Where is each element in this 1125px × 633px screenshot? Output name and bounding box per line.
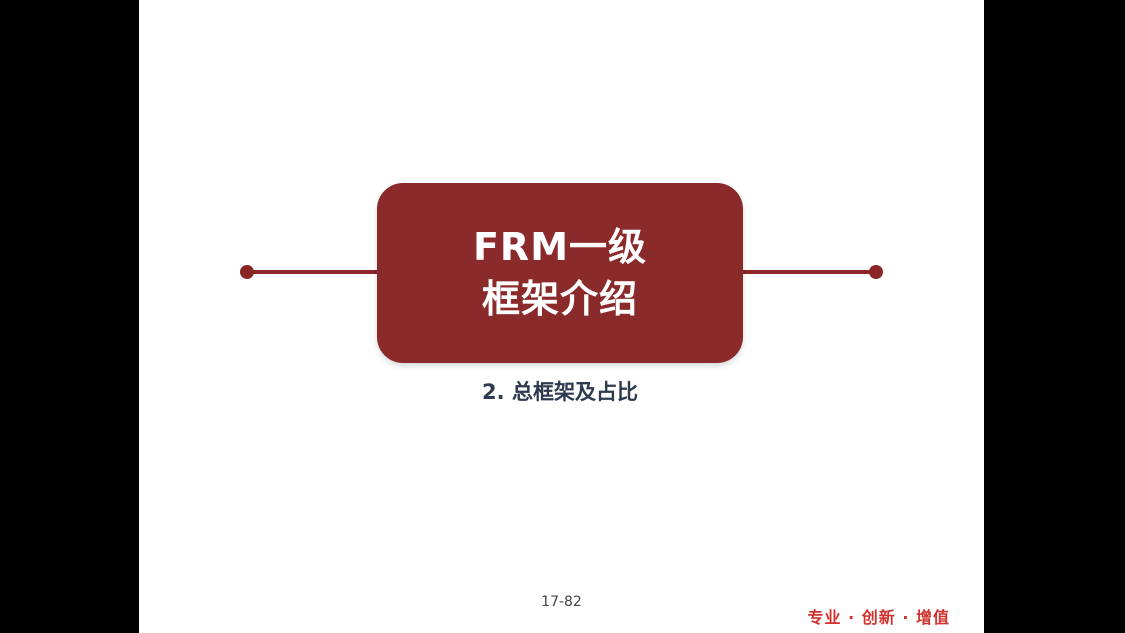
right-connector-dot xyxy=(869,265,883,279)
title-line-1: FRM一级 xyxy=(472,225,648,269)
page-number: 17-82 xyxy=(541,594,582,610)
title-box: FRM一级 框架介绍 xyxy=(377,183,743,363)
left-connector-line xyxy=(249,270,379,274)
right-connector-line xyxy=(739,270,877,274)
slide-subtitle: 2. 总框架及占比 xyxy=(482,380,638,404)
title-line-2: 框架介绍 xyxy=(481,277,638,321)
presentation-slide: FRM一级 框架介绍 2. 总框架及占比 17-82 专业 · 创新 · 增值 xyxy=(139,0,984,633)
brand-slogan: 专业 · 创新 · 增值 xyxy=(807,608,950,627)
left-connector-dot xyxy=(240,265,254,279)
